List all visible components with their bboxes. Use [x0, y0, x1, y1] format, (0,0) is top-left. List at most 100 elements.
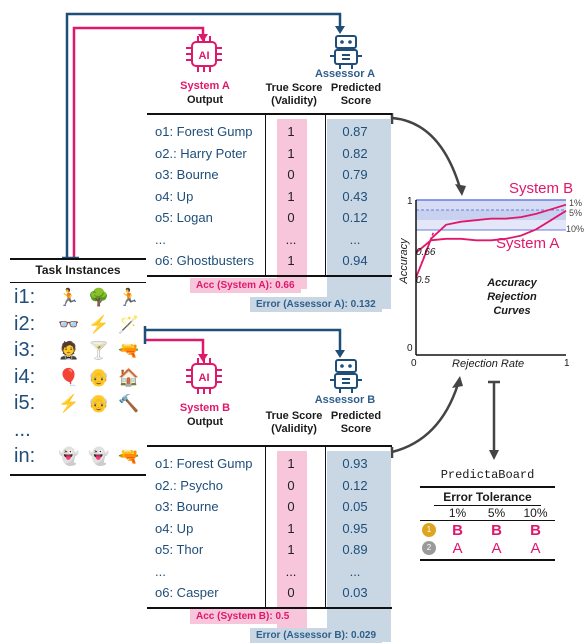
- output-cell: o1: Forest Gump: [155, 124, 253, 139]
- y-tick-0: 0: [407, 343, 413, 354]
- y-axis-label: Accuracy: [398, 238, 410, 284]
- series-b-label: System B: [509, 180, 574, 197]
- svg-text:AI: AI: [199, 50, 210, 62]
- true-score-header-b: True Score (Validity): [265, 410, 323, 435]
- acc-system-a: Acc (System A): 0.66: [190, 278, 301, 293]
- assessor-b-label: Assessor B: [314, 394, 376, 406]
- output-cell: ...: [155, 563, 166, 579]
- task-instances-panel: Task Instances i1:🏃🌳🏃i2:👓⚡🪄i3:🤵🍸🔫i4:🎈👴🏠i…: [10, 258, 146, 476]
- board-cell: A: [491, 539, 502, 557]
- assessor-b-robot-icon: [326, 356, 366, 394]
- predicted-score-cell: 0.94: [342, 253, 368, 268]
- true-score-cell: 0: [287, 477, 295, 493]
- true-score-cell: 1: [287, 520, 295, 536]
- acc-system-b: Acc (System B): 0.5: [190, 609, 296, 624]
- arrowhead-assessor-a: [335, 26, 345, 34]
- arrow-table-b-to-chart: [391, 383, 460, 454]
- table-row: o2.: Harry Poter 1 0.82: [147, 143, 412, 165]
- table-row: .........: [147, 561, 412, 583]
- predicted-score-cell: 0.93: [342, 456, 368, 471]
- predicted-score-cell: 0.43: [342, 188, 368, 204]
- tolerance-cols: 1% 5% 10%: [448, 506, 548, 520]
- true-score-cell: 0: [287, 499, 295, 514]
- true-score-header-a: True Score (Validity): [265, 82, 323, 107]
- predicted-score-highlight-a: [327, 119, 391, 309]
- instance-emoji-icon: 🔫: [118, 341, 140, 360]
- system-b-chip-icon: AI: [178, 356, 230, 402]
- output-cell: o3: Bourne: [155, 167, 219, 182]
- predictaboard: PredictaBoard Error Tolerance 1% 5% 10% …: [420, 468, 555, 561]
- system-b-label: System B: [179, 402, 231, 414]
- instance-label: i3:: [14, 339, 36, 361]
- tolerance-band-5: [416, 210, 566, 220]
- arrowhead-assessor-b: [335, 350, 345, 358]
- true-score-cell: 0: [287, 210, 295, 225]
- series-system-a-line: [415, 210, 567, 254]
- instance-emoji-icon: 🔨: [118, 394, 140, 413]
- output-cell: o2.: Psycho: [155, 477, 223, 493]
- predicted-score-header-a: Predicted Score: [330, 82, 382, 107]
- instance-emoji-icon: 🪄: [118, 314, 140, 334]
- output-cell: o4: Up: [155, 520, 194, 536]
- system-a-chip-icon: AI: [178, 34, 230, 80]
- true-score-cell: 0: [287, 585, 295, 600]
- output-cell: o1: Forest Gump: [155, 456, 253, 471]
- system-a-output-header: Output: [186, 94, 224, 106]
- output-cell: o5: Logan: [155, 210, 213, 225]
- y-tick-066: 0.66: [416, 247, 436, 258]
- assessor-a-label: Assessor A: [314, 68, 376, 80]
- output-cell: o6: Casper: [155, 585, 219, 600]
- true-score-cell: 1: [287, 456, 295, 471]
- predicted-score-cell: ...: [349, 231, 361, 247]
- true-score-cell: 1: [287, 145, 295, 161]
- output-cell: o4: Up: [155, 188, 194, 204]
- instance-emoji-icon: 🍸: [88, 341, 110, 360]
- true-score-highlight-b: [277, 451, 307, 629]
- tol-label-10: 10%: [566, 224, 585, 234]
- arrow-to-system-a: [72, 26, 205, 258]
- y-tick-1: 1: [407, 196, 413, 207]
- instance-emoji-icon: 👴: [88, 367, 110, 387]
- predicted-score-cell: 0.79: [342, 167, 368, 182]
- instance-label: i2:: [14, 312, 36, 335]
- instance-emoji-icon: ⚡: [88, 314, 110, 334]
- predicted-score-cell: ...: [349, 563, 361, 579]
- x-tick-0: 0: [411, 358, 417, 369]
- instance-emoji-icon: 👓: [58, 314, 80, 334]
- instance-emoji-icon: 🎈: [58, 367, 80, 387]
- true-score-cell: ...: [285, 563, 297, 579]
- instance-label: in:: [14, 445, 36, 467]
- svg-text:AI: AI: [199, 372, 210, 384]
- instance-label: i1:: [14, 286, 36, 308]
- arrow-table-a-to-chart: [391, 116, 462, 189]
- system-b-output-header: Output: [186, 416, 224, 428]
- output-cell: o2.: Harry Poter: [155, 145, 247, 161]
- output-cell: ...: [155, 231, 166, 247]
- predicted-score-cell: 0.82: [342, 145, 368, 161]
- instance-emoji-icon: 🏠: [118, 367, 140, 387]
- error-tolerance-header: Error Tolerance: [443, 490, 532, 504]
- true-score-cell: ...: [285, 231, 297, 247]
- instance-label: i4:: [14, 365, 36, 388]
- error-assessor-b: Error (Assessor B): 0.029: [250, 628, 383, 643]
- true-score-cell: 1: [287, 124, 295, 139]
- x-axis-label: Rejection Rate: [452, 358, 525, 370]
- arrow-to-system-b: [145, 338, 205, 356]
- board-cell: B: [491, 521, 502, 539]
- predicted-score-header-b: Predicted Score: [330, 410, 382, 435]
- arrow-to-assessor-b: [145, 328, 342, 352]
- output-cell: o3: Bourne: [155, 499, 219, 514]
- tolerance-band-1: [416, 200, 566, 210]
- true-score-cell: 1: [287, 253, 295, 268]
- true-score-highlight-a: [277, 119, 307, 289]
- tol-label-5: 5%: [569, 208, 583, 218]
- x-tick-1: 1: [564, 358, 570, 369]
- board-cell: B: [452, 521, 463, 539]
